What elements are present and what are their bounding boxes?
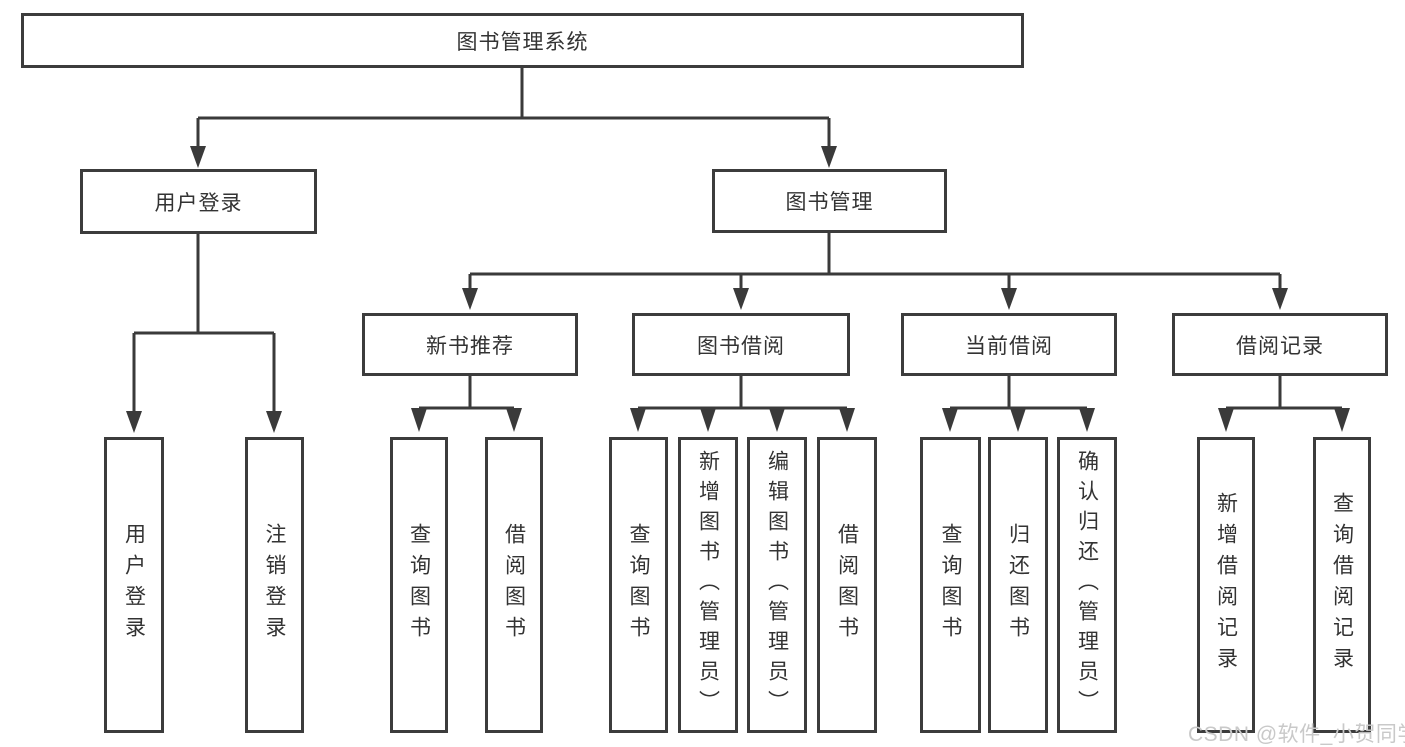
node-root-system: 图书管理系统 (21, 13, 1024, 68)
leaf-query-books-current: 查询图书 (920, 437, 981, 733)
leaf-label: 用户登录 (122, 523, 146, 647)
leaf-add-book-admin: 新增图书（管理员） (678, 437, 738, 733)
leaf-query-borrow-record: 查询借阅记录 (1313, 437, 1371, 733)
leaf-label: 新增借阅记录 (1214, 492, 1238, 678)
leaf-borrow-books: 借阅图书 (817, 437, 877, 733)
leaf-return-book: 归还图书 (988, 437, 1048, 733)
leaf-label: 借阅图书 (502, 523, 526, 647)
node-borrow-records: 借阅记录 (1172, 313, 1388, 376)
node-label: 用户登录 (154, 191, 243, 215)
leaf-label: 注销登录 (263, 523, 286, 647)
node-book-management: 图书管理 (712, 169, 947, 233)
csdn-watermark: CSDN @软件_小贺同学 (1188, 723, 1405, 746)
leaf-label: 查询图书 (627, 523, 650, 647)
leaf-label: 查询图书 (939, 523, 962, 647)
node-book-borrow: 图书借阅 (632, 313, 850, 376)
node-label: 当前借阅 (965, 334, 1053, 358)
leaf-borrow-books-recommend: 借阅图书 (485, 437, 543, 733)
leaf-label: 借阅图书 (835, 523, 859, 647)
leaf-edit-book-admin: 编辑图书（管理员） (747, 437, 807, 733)
node-label: 图书管理系统 (456, 30, 589, 54)
leaf-label: 归还图书 (1006, 523, 1030, 647)
node-current-borrow: 当前借阅 (901, 313, 1117, 376)
leaf-query-books-recommend: 查询图书 (390, 437, 448, 733)
node-new-book-recommend: 新书推荐 (362, 313, 578, 376)
leaf-user-login: 用户登录 (104, 437, 164, 733)
node-label: 图书借阅 (697, 334, 785, 358)
leaf-label: 新增图书（管理员） (696, 450, 720, 720)
leaf-add-borrow-record: 新增借阅记录 (1197, 437, 1255, 733)
node-label: 新书推荐 (426, 334, 514, 358)
node-label: 图书管理 (785, 191, 874, 214)
leaf-label: 查询借阅记录 (1330, 492, 1354, 678)
leaf-label: 查询图书 (407, 523, 431, 647)
node-label: 借阅记录 (1236, 334, 1324, 358)
node-user-login: 用户登录 (80, 169, 317, 234)
leaf-label: 编辑图书（管理员） (765, 450, 789, 720)
leaf-query-books-borrow: 查询图书 (609, 437, 668, 733)
leaf-logout: 注销登录 (245, 437, 304, 733)
arrowheads-icon (126, 146, 1350, 433)
leaf-confirm-return-admin: 确认归还（管理员） (1057, 437, 1117, 733)
leaf-label: 确认归还（管理员） (1075, 450, 1099, 720)
